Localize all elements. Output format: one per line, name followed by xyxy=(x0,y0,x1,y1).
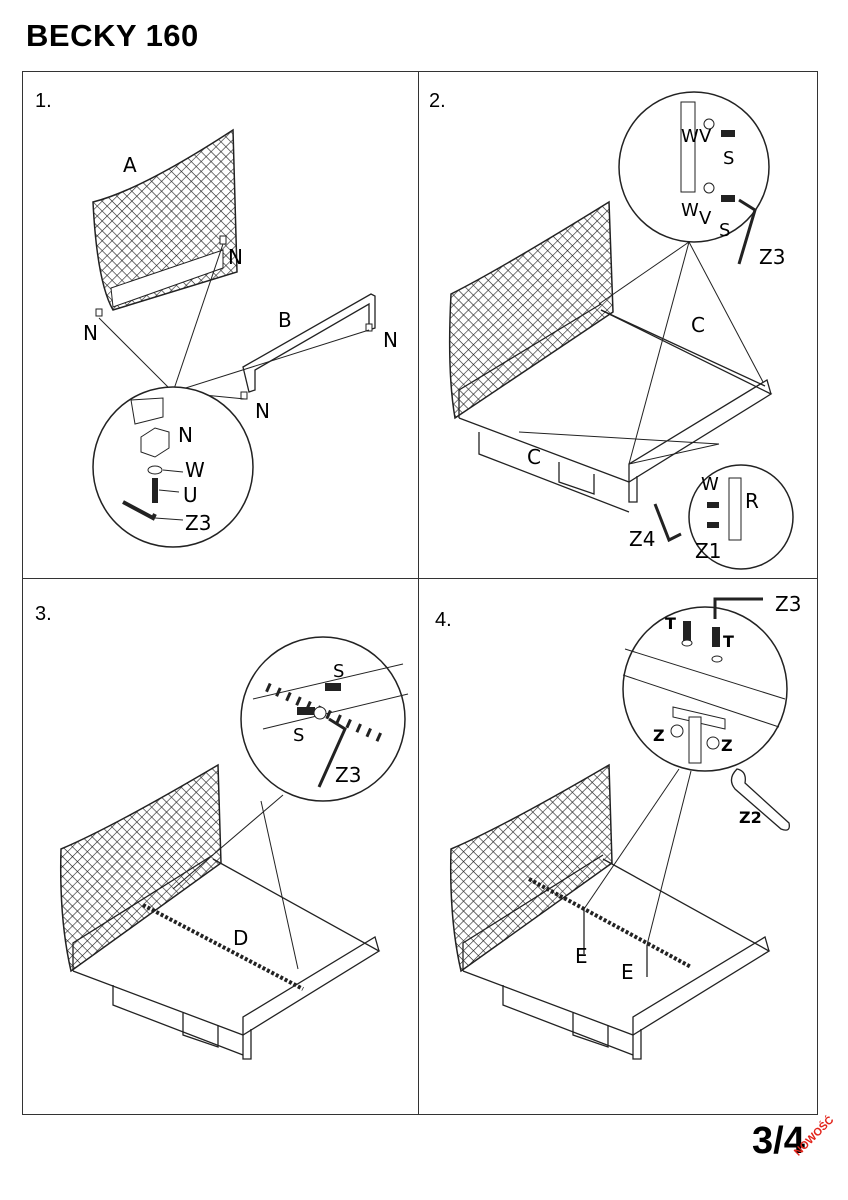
grid-divider-horizontal xyxy=(22,578,818,579)
part-label-z3: Z3 xyxy=(335,763,361,787)
part-label-z1: Z1 xyxy=(695,539,721,563)
part-label-s-2: S xyxy=(293,725,304,746)
part-label-u: U xyxy=(183,483,198,507)
part-label-s-1: S xyxy=(723,148,734,169)
part-label-c-2: C xyxy=(527,445,541,469)
part-label-w-3: W xyxy=(701,474,719,495)
part-label-z4: Z4 xyxy=(629,527,655,551)
step-2-number: 2. xyxy=(429,90,446,112)
document-title: BECKY 160 xyxy=(26,18,199,53)
step-4-illustration: Z3 T T Z Z Z2 E E xyxy=(449,592,801,1060)
part-label-w: W xyxy=(185,458,205,482)
part-label-a: A xyxy=(123,153,137,177)
step-1-panel: 1. xyxy=(23,72,418,578)
part-label-s-1: S xyxy=(333,661,344,682)
part-label-n-3: N xyxy=(383,328,398,352)
step-4-number: 4. xyxy=(435,609,452,631)
step-3-number: 3. xyxy=(35,603,52,625)
grid-divider-vertical xyxy=(418,71,419,1115)
step-3-illustration: S S Z3 D xyxy=(59,636,409,1060)
step-1-number: 1. xyxy=(35,90,52,112)
part-label-w-2: W xyxy=(681,200,699,221)
part-label-z3: Z3 xyxy=(775,592,801,616)
part-label-v-2: V xyxy=(699,208,712,229)
part-label-e-1: E xyxy=(575,944,588,968)
step-2-illustration: W V S W V S Z3 C C W R Z4 Z1 xyxy=(448,91,794,570)
part-label-z-1: Z xyxy=(653,726,665,745)
part-label-c-1: C xyxy=(691,313,705,337)
part-label-z3: Z3 xyxy=(759,245,785,269)
instruction-grid xyxy=(22,71,818,1115)
part-label-b: B xyxy=(278,308,292,332)
part-label-d: D xyxy=(233,926,248,950)
part-label-e-2: E xyxy=(621,960,634,984)
step-2-panel: 2. xyxy=(419,72,817,578)
part-label-z2: Z2 xyxy=(739,808,762,827)
step-1-illustration: A B N N N N N W U Z3 xyxy=(83,128,398,548)
part-label-s-2: S xyxy=(719,220,730,241)
page-number: 3/4 xyxy=(752,1120,805,1162)
part-label-n-5: N xyxy=(178,423,193,447)
part-label-n-1: N xyxy=(228,245,243,269)
part-label-t-2: T xyxy=(723,632,734,651)
part-label-r: R xyxy=(745,489,759,513)
part-label-z-2: Z xyxy=(721,736,733,755)
part-label-z3: Z3 xyxy=(185,511,211,535)
part-label-v-1: V xyxy=(699,126,712,147)
step-3-panel: 3. S S Z3 D xyxy=(23,579,418,1114)
part-label-n-4: N xyxy=(255,399,270,423)
part-label-w-1: W xyxy=(681,126,699,147)
part-label-t-1: T xyxy=(665,614,676,633)
step-4-panel: 4. Z3 T xyxy=(419,579,817,1114)
part-label-n-2: N xyxy=(83,321,98,345)
